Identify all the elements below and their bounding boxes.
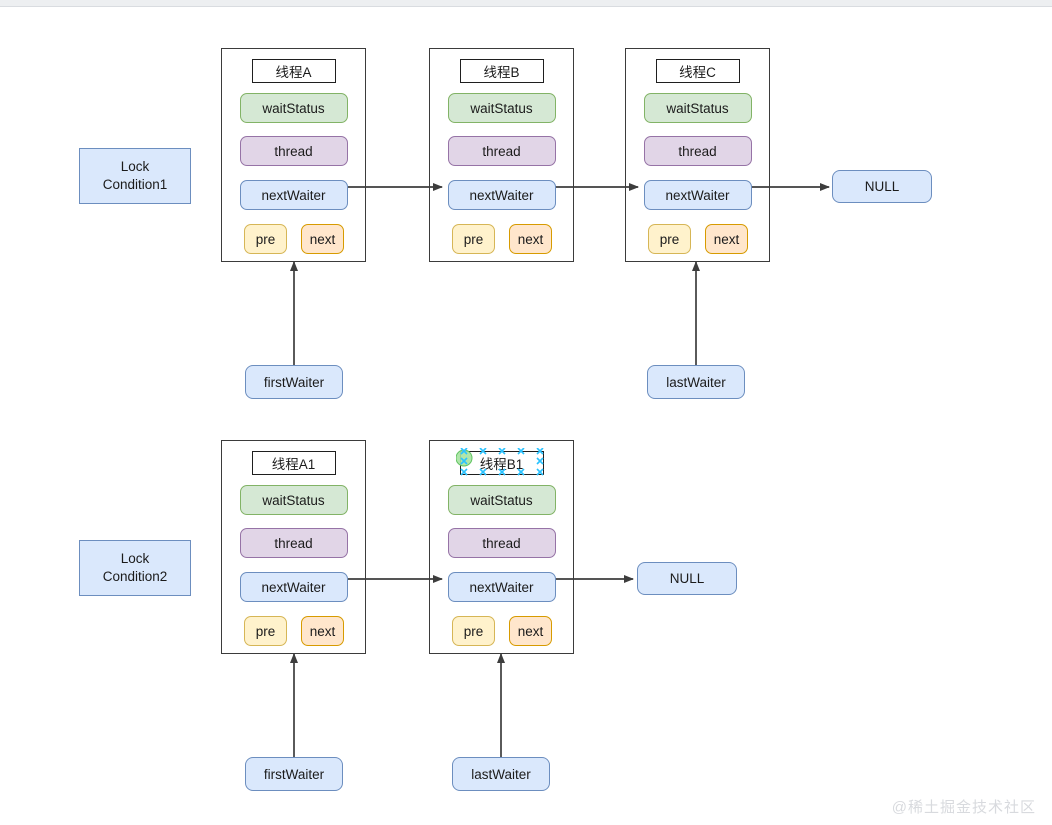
- row1-node-a-title[interactable]: 线程A: [251, 59, 336, 83]
- row2-node-a1-title[interactable]: 线程A1: [251, 451, 336, 475]
- row2-node-a1-next[interactable]: next: [301, 616, 344, 646]
- lock-condition1-line2: Condition1: [102, 177, 168, 192]
- lock-condition1-box[interactable]: Lock Condition1: [79, 148, 191, 204]
- row1-node-b-nextwaiter[interactable]: nextWaiter: [447, 180, 556, 210]
- row1-null-box[interactable]: NULL: [832, 170, 932, 203]
- lock-condition1-line1: Lock: [120, 158, 150, 174]
- row1-node-c-nextwaiter[interactable]: nextWaiter: [643, 180, 752, 210]
- row1-node-thread-b[interactable]: 线程B waitStatus thread nextWaiter pre nex…: [429, 48, 574, 262]
- row1-node-b-next[interactable]: next: [509, 224, 552, 254]
- lock-condition2-box[interactable]: Lock Condition2: [79, 540, 191, 596]
- row2-node-b1-next[interactable]: next: [509, 616, 552, 646]
- row1-node-a-pre[interactable]: pre: [244, 224, 287, 254]
- row1-node-a-waitstatus[interactable]: waitStatus: [239, 93, 348, 123]
- row1-node-thread-c[interactable]: 线程C waitStatus thread nextWaiter pre nex…: [625, 48, 770, 262]
- row2-node-a1-thread[interactable]: thread: [239, 528, 348, 558]
- row2-node-b1-thread[interactable]: thread: [447, 528, 556, 558]
- row1-node-b-pre[interactable]: pre: [452, 224, 495, 254]
- row1-node-a-nextwaiter[interactable]: nextWaiter: [239, 180, 348, 210]
- row1-node-b-title[interactable]: 线程B: [459, 59, 544, 83]
- row1-node-a-next[interactable]: next: [301, 224, 344, 254]
- top-chrome-bar: [0, 0, 1052, 7]
- row1-node-c-title[interactable]: 线程C: [655, 59, 740, 83]
- row2-node-a1-pre[interactable]: pre: [244, 616, 287, 646]
- lock-condition2-line2: Condition2: [102, 569, 168, 584]
- row2-node-b1-waitstatus[interactable]: waitStatus: [447, 485, 556, 515]
- watermark: @稀土掘金技术社区: [891, 799, 1036, 816]
- row2-node-b1-pre[interactable]: pre: [452, 616, 495, 646]
- row2-node-thread-a1[interactable]: 线程A1 waitStatus thread nextWaiter pre ne…: [221, 440, 366, 654]
- row2-node-b1-nextwaiter[interactable]: nextWaiter: [447, 572, 556, 602]
- row1-lastwaiter-box[interactable]: lastWaiter: [647, 365, 745, 399]
- row2-lastwaiter-box[interactable]: lastWaiter: [452, 757, 550, 791]
- row2-firstwaiter-box[interactable]: firstWaiter: [245, 757, 343, 791]
- row2-node-a1-nextwaiter[interactable]: nextWaiter: [239, 572, 348, 602]
- row1-node-b-waitstatus[interactable]: waitStatus: [447, 93, 556, 123]
- row1-node-a-thread[interactable]: thread: [239, 136, 348, 166]
- row1-firstwaiter-box[interactable]: firstWaiter: [245, 365, 343, 399]
- row1-node-thread-a[interactable]: 线程A waitStatus thread nextWaiter pre nex…: [221, 48, 366, 262]
- row2-node-b1-title[interactable]: 线程B1: [459, 451, 544, 475]
- lock-condition2-line1: Lock: [120, 550, 150, 566]
- row2-node-a1-waitstatus[interactable]: waitStatus: [239, 485, 348, 515]
- row1-node-c-thread[interactable]: thread: [643, 136, 752, 166]
- row2-null-box[interactable]: NULL: [637, 562, 737, 595]
- row1-node-c-next[interactable]: next: [705, 224, 748, 254]
- row1-node-c-pre[interactable]: pre: [648, 224, 691, 254]
- row1-node-b-thread[interactable]: thread: [447, 136, 556, 166]
- row1-node-c-waitstatus[interactable]: waitStatus: [643, 93, 752, 123]
